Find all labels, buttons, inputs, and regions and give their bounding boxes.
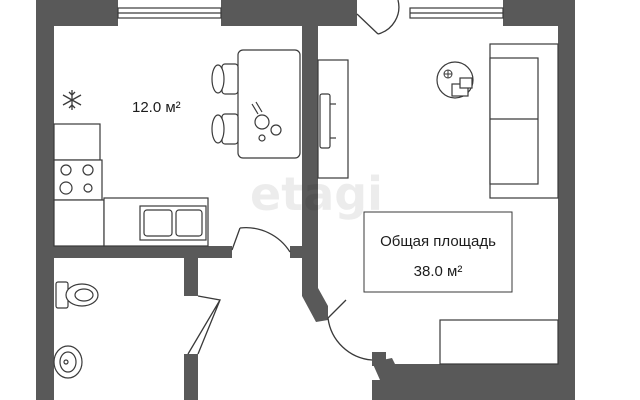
stove — [53, 159, 103, 201]
sofa-seat — [489, 57, 539, 185]
wall-kitchen-bottom-left — [36, 246, 232, 258]
kitchen-area-label: 12.0 м² — [132, 99, 181, 116]
side-table — [459, 77, 473, 89]
stove-burner — [82, 164, 94, 176]
snowflake-icon — [62, 90, 82, 110]
stove-burner — [59, 181, 73, 195]
wall-bath-stub-upper — [184, 258, 198, 296]
dining-table — [237, 49, 301, 159]
wall-top-middle — [221, 0, 357, 26]
kitchen-door — [231, 227, 291, 253]
sink-bowl — [143, 209, 173, 237]
chair-back — [211, 114, 225, 144]
tv — [319, 93, 331, 149]
wall-living-bottom — [372, 358, 558, 400]
kitchen-counter — [53, 123, 101, 161]
kitchen-counter-lower — [53, 199, 105, 247]
sink-bowl — [175, 209, 203, 237]
living-door-leaf — [372, 352, 386, 366]
wall-kitchen-living-upper — [302, 26, 318, 60]
balcony-door — [356, 0, 400, 35]
watermark: etagi — [250, 167, 383, 221]
living-door — [327, 299, 373, 361]
bathroom-fixtures — [53, 281, 99, 379]
chair-back — [211, 64, 225, 94]
wall-left-lower — [36, 258, 54, 400]
doors — [187, 0, 400, 366]
stove-burner — [60, 164, 72, 176]
plate — [254, 114, 270, 130]
area-label-box — [363, 211, 513, 293]
walls — [36, 0, 575, 400]
plate — [270, 124, 282, 136]
wall-bath-stub-lower — [184, 354, 198, 400]
living-room-title: Общая площадь — [380, 233, 496, 250]
living-bottom-cabinet — [439, 319, 559, 365]
living-furniture — [317, 43, 559, 365]
wall-right — [558, 0, 575, 400]
toilet-seat — [74, 288, 94, 302]
kitchen-furniture — [53, 49, 301, 247]
cup — [258, 134, 266, 142]
bathroom-door — [187, 295, 222, 355]
stove-burner — [83, 183, 93, 193]
windows — [117, 7, 504, 19]
wall-kitchen-bottom-right — [290, 246, 318, 258]
living-room-area-label: 38.0 м² — [414, 263, 463, 280]
plant-icon — [443, 69, 453, 79]
wall-left-upper — [36, 0, 54, 246]
